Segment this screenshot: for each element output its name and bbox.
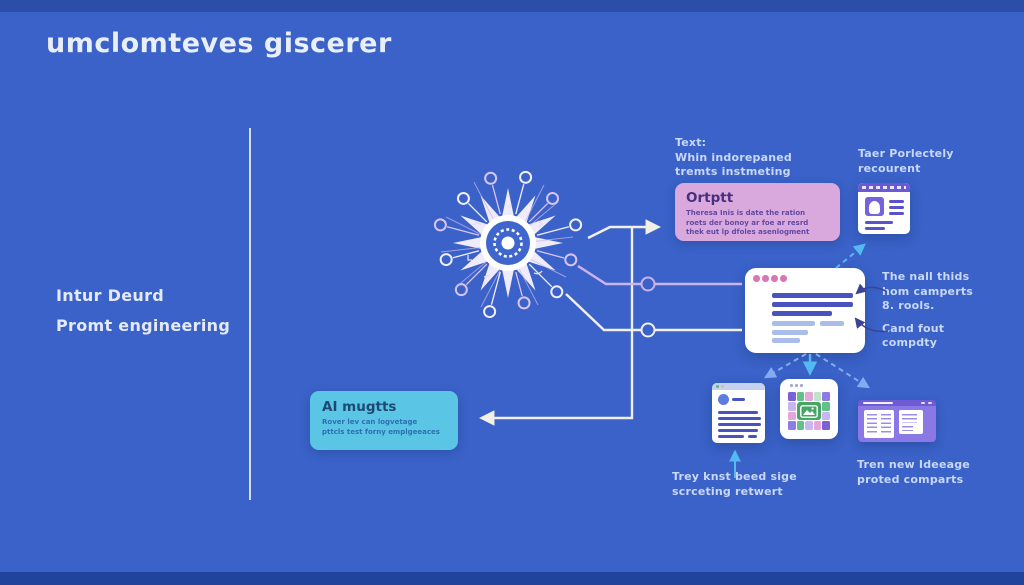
document-card-icon — [858, 183, 910, 234]
input-prompt-label: Intur Deurd Promt engineering — [56, 281, 230, 341]
starburst-center — [480, 215, 536, 271]
text-line-placeholder — [889, 200, 904, 203]
bottom-right-caption-line2: proted comparts — [857, 472, 964, 486]
page-title: umclomteves giscerer — [46, 28, 392, 59]
image-mosaic-icon — [780, 379, 838, 439]
text-line-placeholder — [889, 206, 904, 209]
text-line-placeholder — [718, 417, 761, 420]
right-notes-line2: hom camperts — [882, 284, 974, 298]
top-border-band — [0, 0, 1024, 12]
text-line-placeholder — [865, 221, 893, 224]
text-annotation-line3: tremts instmeting — [675, 165, 791, 178]
text-line-placeholder — [772, 293, 853, 298]
right-notes-line4: Cand fout — [882, 321, 945, 335]
input-label-line2: Promt engineering — [56, 316, 231, 335]
text-annotation: Text: Whin indorepaned tremts instmeting — [675, 136, 792, 180]
bottom-left-caption-line1: Trey knst beed sige — [672, 470, 797, 483]
bottom-right-caption-line1: Tren new Ideeage — [857, 458, 970, 471]
text-line-placeholder — [718, 429, 758, 432]
window-dot — [790, 384, 793, 387]
bottom-right-caption: Tren new Ideeage proted comparts — [857, 458, 970, 487]
text-line-placeholder — [865, 226, 885, 230]
app-panel-right — [899, 410, 923, 434]
doc-card-image-icon — [865, 197, 884, 216]
text-line-placeholder — [820, 321, 844, 326]
window-dot — [762, 275, 769, 282]
dashed-arrow-to-profile-window — [763, 353, 807, 379]
text-line-placeholder — [718, 411, 758, 414]
dashed-arrow-window-to-doc-card — [835, 243, 866, 269]
text-line-placeholder — [772, 330, 808, 335]
window-dot — [800, 384, 803, 387]
neural-starburst-icon — [433, 170, 583, 319]
mosaic-grid — [788, 392, 830, 430]
connector-node — [640, 322, 656, 338]
right-notes: The nall thids hom camperts 8. rools. Ca… — [882, 270, 973, 351]
app-titlebar — [858, 400, 936, 406]
window-dot — [771, 275, 778, 282]
text-line-placeholder — [772, 311, 832, 316]
text-line-placeholder — [772, 321, 815, 326]
output-box-body: Theresa Inis is date the ration roets de… — [686, 209, 810, 236]
bottom-border-band — [0, 572, 1024, 585]
bottom-left-caption: Trey knst beed sige scrceting retwert — [672, 470, 797, 499]
doc-card-tabs — [862, 186, 906, 189]
text-line-placeholder — [772, 338, 800, 343]
text-annotation-line1: Text: — [675, 136, 707, 149]
connector-node — [640, 276, 656, 292]
right-notes-line3: 8. rools. — [882, 299, 935, 312]
text-line-placeholder — [718, 435, 744, 438]
window-dot — [780, 275, 787, 282]
window-dot — [716, 385, 719, 388]
profile-titlebar — [712, 383, 765, 390]
text-line-placeholder — [772, 302, 853, 307]
window-dot — [753, 275, 760, 282]
output-callout-box: Ortptt Theresa Inis is date the ration r… — [675, 183, 840, 241]
output-box-heading: Ortptt — [686, 190, 734, 206]
bottom-left-caption-line2: scrceting retwert — [672, 484, 783, 498]
input-label-line1: Intur Deurd — [56, 286, 165, 305]
window-dot — [721, 385, 724, 388]
recurrent-line1: Taer Porlectely — [858, 147, 954, 160]
recurrent-annotation: Taer Porlectely recourent — [858, 147, 954, 176]
browser-window-icon — [745, 268, 865, 353]
avatar — [718, 394, 729, 405]
right-notes-line1: The nall thids — [882, 270, 970, 283]
text-annotation-line2: Whin indorepaned — [675, 150, 792, 164]
ai-callout-box: AI mugtts Rover lev can logvetage pttcls… — [310, 391, 458, 450]
doc-card-titlebar — [858, 183, 910, 192]
right-notes-line5: compdty — [882, 336, 938, 349]
connector-starburst-to-window-top — [577, 264, 742, 286]
text-line-placeholder — [718, 423, 761, 426]
ai-box-heading: AI mugtts — [322, 399, 397, 415]
ai-box-body: Rover lev can logvetage pttcls test forn… — [322, 418, 440, 436]
text-line-placeholder — [889, 212, 904, 215]
image-glyph — [796, 401, 822, 421]
text-line-placeholder — [732, 398, 745, 401]
recurrent-line2: recourent — [858, 161, 921, 175]
window-dot — [795, 384, 798, 387]
app-window-icon — [858, 400, 936, 442]
profile-window-icon — [712, 383, 765, 443]
text-line-placeholder — [748, 435, 757, 438]
vertical-divider — [249, 128, 251, 500]
app-panel-left — [864, 410, 894, 438]
